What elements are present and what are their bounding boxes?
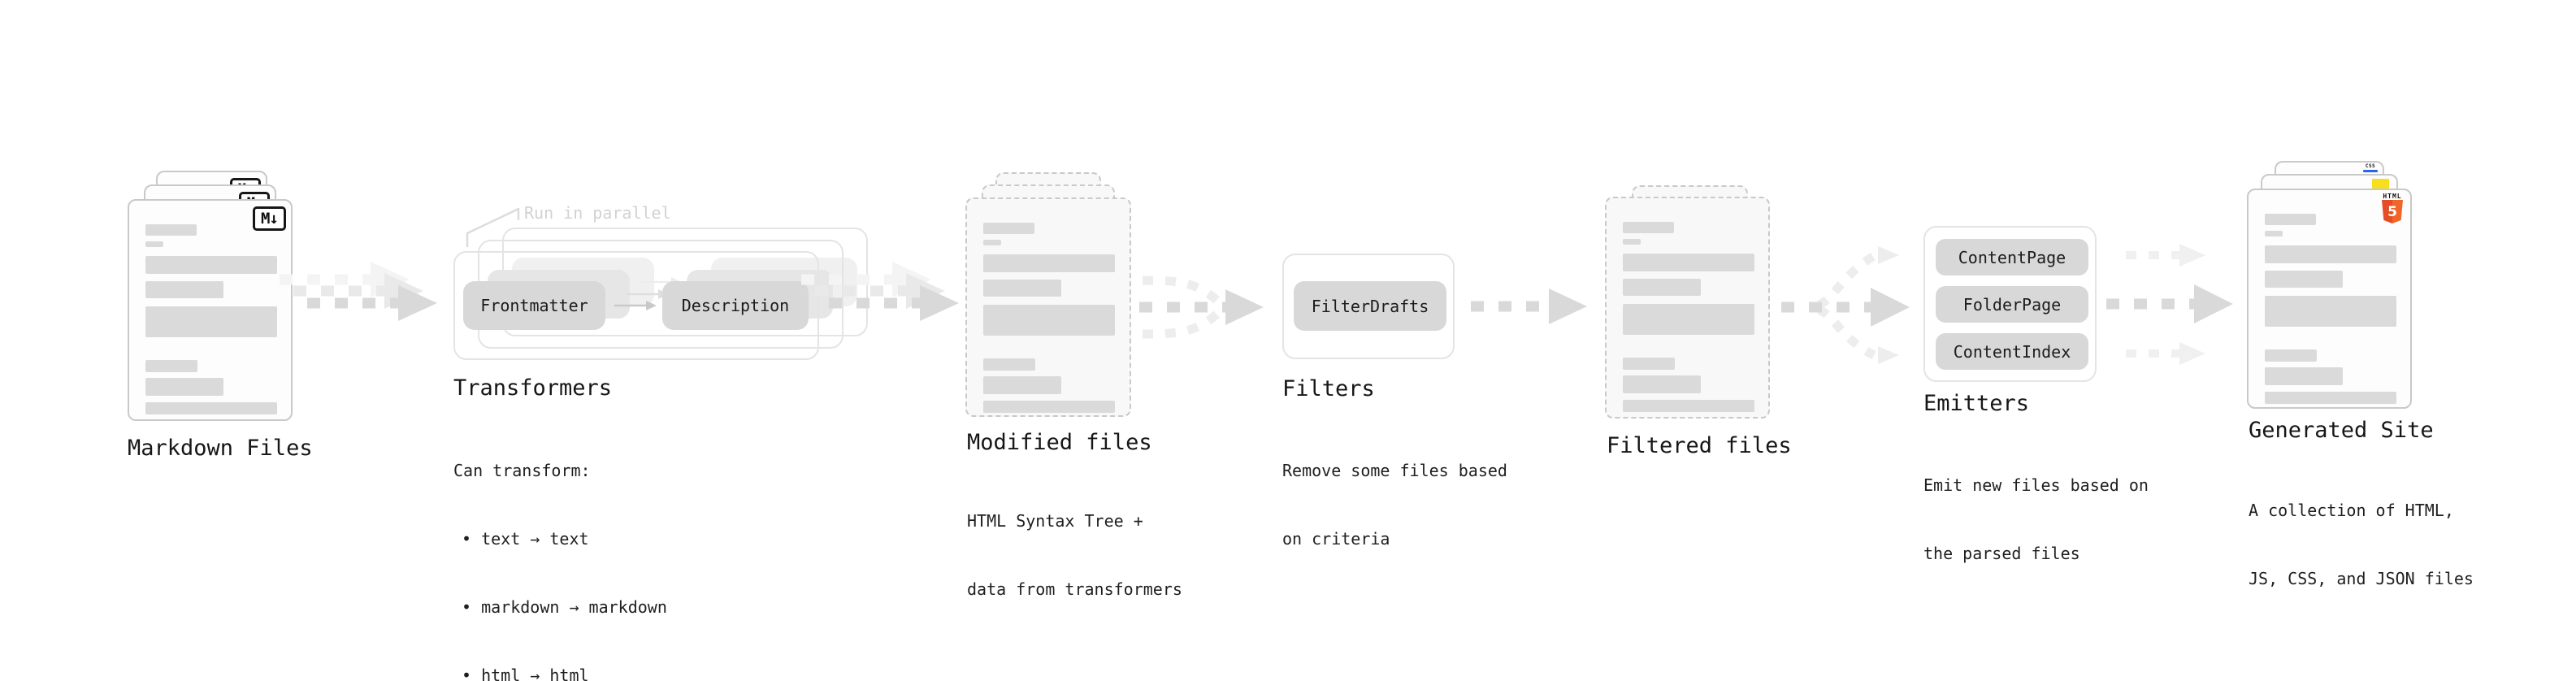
- placeholder-bar: [1623, 304, 1754, 335]
- desc-line: JS, CSS, and JSON files: [2249, 569, 2474, 588]
- flow-arrow-transformers-to-modified: [801, 262, 959, 321]
- desc-line: Emit new files based on: [1923, 475, 2149, 495]
- placeholder-bar: [145, 360, 197, 372]
- placeholder-bar: [2265, 245, 2396, 263]
- markdown-page-front: M↓: [128, 199, 293, 421]
- placeholder-bar: [145, 378, 223, 396]
- node-label-emitters: Emitters: [1923, 391, 2030, 416]
- flow-arrow-filters-to-filtered: [1471, 288, 1587, 324]
- desc-line: Remove some files based: [1282, 461, 1507, 480]
- placeholder-bar: [2265, 349, 2317, 362]
- flow-arrow-emitters-to-site: [2106, 244, 2233, 365]
- desc-line: A collection of HTML,: [2249, 501, 2454, 520]
- placeholder-bar: [2265, 392, 2396, 404]
- desc-line: HTML Syntax Tree +: [967, 511, 1143, 531]
- placeholder-bar: [1623, 375, 1701, 393]
- run-in-parallel-annotation: Run in parallel: [524, 203, 671, 223]
- placeholder-bar: [983, 376, 1061, 394]
- filtered-page-front: [1605, 197, 1770, 419]
- placeholder-bar: [145, 256, 277, 274]
- placeholder-bar: [983, 358, 1035, 371]
- modified-page-front: [965, 197, 1131, 417]
- placeholder-bar: [983, 280, 1061, 297]
- pill-folderpage: FolderPage: [1936, 286, 2088, 323]
- node-label-modified-files: Modified files: [967, 430, 1152, 455]
- desc-line: Can transform:: [453, 461, 591, 480]
- placeholder-bar: [145, 281, 223, 298]
- flow-arrow-filtered-to-emitters: [1781, 246, 1910, 364]
- emitters-description: Emit new files based on the parsed files: [1923, 428, 2149, 610]
- node-label-transformers: Transformers: [453, 375, 613, 401]
- placeholder-bar: [983, 305, 1115, 336]
- placeholder-bar: [2265, 271, 2343, 288]
- flow-arrow-modified-to-filters: [1139, 275, 1264, 339]
- transformers-description: Can transform: text → text markdown → ma…: [453, 414, 667, 681]
- arrow-right-icon: [614, 301, 657, 310]
- css-icon: CSS: [2363, 164, 2378, 172]
- placeholder-bar: [1623, 279, 1701, 296]
- annotation-leader-line: [466, 207, 520, 247]
- desc-line: the parsed files: [1923, 544, 2080, 563]
- filters-description: Remove some files based on criteria: [1282, 414, 1507, 596]
- placeholder-bar: [1623, 358, 1675, 370]
- node-label-filters: Filters: [1282, 376, 1375, 401]
- node-label-filtered-files: Filtered files: [1607, 433, 1792, 458]
- site-description: A collection of HTML, JS, CSS, and JSON …: [2249, 453, 2474, 635]
- desc-bullet: markdown → markdown: [453, 596, 667, 618]
- site-page-front: HTML 5: [2247, 189, 2412, 409]
- placeholder-bar: [145, 402, 277, 414]
- placeholder-bar: [983, 223, 1034, 234]
- placeholder-bar: [1623, 254, 1754, 271]
- pill-frontmatter: Frontmatter: [463, 281, 605, 330]
- placeholder-bar: [983, 240, 1001, 245]
- placeholder-bar: [983, 254, 1115, 272]
- node-label-markdown-files: Markdown Files: [128, 436, 313, 461]
- transformer-container-front: Frontmatter Description: [453, 251, 819, 360]
- placeholder-bar: [145, 224, 197, 236]
- desc-bullet: text → text: [453, 527, 667, 550]
- flow-arrow-markdown-to-transformers: [280, 262, 437, 321]
- placeholder-bar: [1623, 222, 1674, 233]
- filters-container: FilterDrafts: [1282, 254, 1455, 359]
- placeholder-bar: [2265, 367, 2343, 385]
- pill-description: Description: [662, 281, 809, 330]
- desc-line: on criteria: [1282, 529, 1390, 549]
- html5-icon: HTML 5: [2381, 193, 2404, 223]
- placeholder-bar: [983, 401, 1115, 413]
- modified-description: HTML Syntax Tree + data from transformer…: [967, 464, 1182, 646]
- placeholder-bar: [1623, 239, 1641, 245]
- desc-bullet: html → html: [453, 664, 667, 681]
- pill-filterdrafts: FilterDrafts: [1294, 281, 1446, 331]
- placeholder-bar: [145, 241, 163, 247]
- pill-contentindex: ContentIndex: [1936, 333, 2088, 370]
- placeholder-bar: [1623, 400, 1754, 412]
- markdown-icon: M↓: [253, 206, 286, 231]
- node-label-generated-site: Generated Site: [2249, 418, 2434, 443]
- placeholder-bar: [145, 306, 277, 337]
- javascript-icon: [2372, 179, 2389, 189]
- emitters-container: ContentPage FolderPage ContentIndex: [1923, 226, 2097, 382]
- pill-contentpage: ContentPage: [1936, 239, 2088, 275]
- placeholder-bar: [2265, 231, 2283, 236]
- placeholder-bar: [2265, 296, 2396, 327]
- desc-line: data from transformers: [967, 579, 1182, 599]
- placeholder-bar: [2265, 214, 2316, 225]
